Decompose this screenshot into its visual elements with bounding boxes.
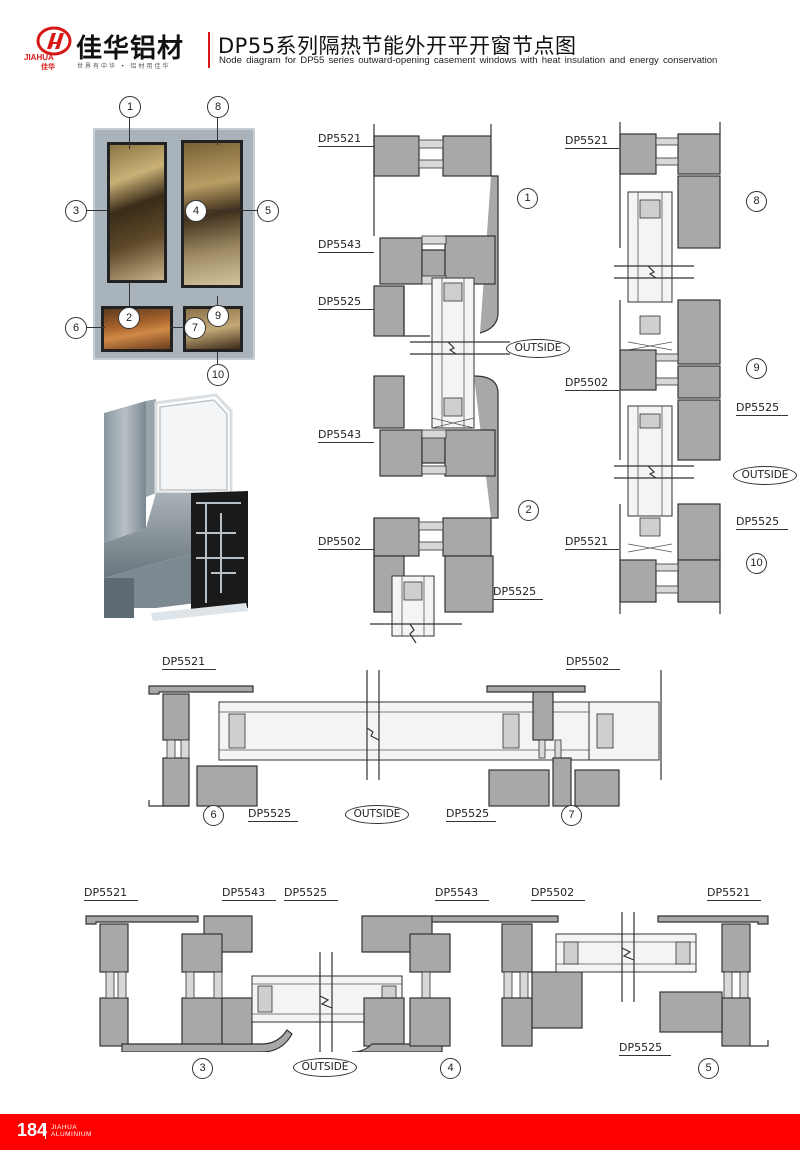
profile-label-dp5543: DP5543 — [318, 238, 374, 253]
callout-4: 4 — [185, 200, 207, 222]
profile-label-dp5502: DP5502 — [531, 886, 585, 901]
glass-pane — [107, 142, 167, 283]
profile-label-dp5525: DP5525 — [284, 886, 338, 901]
page-subtitle: Node diagram for DP55 series outward-ope… — [219, 55, 718, 66]
outside-marker: OUTSIDE — [293, 1058, 357, 1077]
callout-6: 6 — [65, 317, 87, 339]
profile-label-dp5502: DP5502 — [565, 376, 619, 391]
callout-9: 9 — [207, 305, 229, 327]
node-number-3: 3 — [192, 1058, 213, 1079]
page-number: 184 — [17, 1120, 48, 1140]
node-number-6: 6 — [203, 805, 224, 826]
node-number-2: 2 — [518, 500, 539, 521]
callout-8: 8 — [207, 96, 229, 118]
logo-text-en: JIAHUA — [24, 53, 54, 62]
profile-label-dp5525: DP5525 — [446, 807, 496, 822]
callout-5: 5 — [257, 200, 279, 222]
profile-label-dp5502: DP5502 — [566, 655, 620, 670]
outside-marker: OUTSIDE — [345, 805, 409, 824]
outside-marker: OUTSIDE — [506, 339, 570, 358]
profile-label-dp5543: DP5543 — [435, 886, 489, 901]
brand-logo-icon — [36, 26, 72, 56]
section-drawing-nodes-8-9-10 — [604, 120, 734, 624]
callout-leader — [217, 115, 218, 145]
profile-label-dp5521: DP5521 — [707, 886, 761, 901]
profile-label-dp5521: DP5521 — [162, 655, 216, 670]
callout-leader — [217, 296, 218, 308]
outside-marker: OUTSIDE — [733, 466, 797, 485]
callout-leader — [217, 352, 218, 364]
profile-label-dp5525: DP5525 — [318, 295, 374, 310]
node-number-1: 1 — [517, 188, 538, 209]
profile-label-dp5521: DP5521 — [84, 886, 138, 901]
section-drawing-nodes-6-7 — [145, 670, 670, 814]
callout-7: 7 — [184, 317, 206, 339]
profile-label-dp5525: DP5525 — [736, 515, 788, 530]
footer-brand-line1: JIAHUA — [51, 1124, 78, 1131]
node-number-7: 7 — [561, 805, 582, 826]
node-number-4: 4 — [440, 1058, 461, 1079]
footer-brand-line2: ALUMINIUM — [51, 1131, 92, 1138]
window-photo — [93, 128, 255, 360]
callout-leader — [205, 210, 257, 211]
callout-leader — [129, 115, 130, 149]
profile-label-dp5525: DP5525 — [736, 401, 788, 416]
footer-bar — [0, 1114, 800, 1150]
callout-leader — [85, 327, 105, 328]
logo-text-cn: 佳华 — [41, 63, 55, 71]
profile-label-dp5521: DP5521 — [565, 535, 619, 550]
callout-1: 1 — [119, 96, 141, 118]
callout-10: 10 — [207, 364, 229, 386]
callout-leader — [129, 282, 130, 306]
profile-label-dp5543: DP5543 — [318, 428, 374, 443]
node-number-10: 10 — [746, 553, 767, 574]
footer-brand: JIAHUA ALUMINIUM — [51, 1124, 92, 1138]
callout-2: 2 — [118, 307, 140, 329]
section-drawing-nodes-1-2 — [370, 118, 520, 652]
node-number-5: 5 — [698, 1058, 719, 1079]
node-number-8: 8 — [746, 191, 767, 212]
node-number-9: 9 — [746, 358, 767, 379]
profile-label-dp5502: DP5502 — [318, 535, 374, 550]
page-title: DP55系列隔热节能外开平开窗节点图 — [218, 34, 577, 58]
profile-label-dp5525: DP5525 — [493, 585, 543, 600]
profile-label-dp5521: DP5521 — [318, 132, 374, 147]
footer-divider — [45, 1123, 46, 1139]
profile-label-dp5521: DP5521 — [565, 134, 619, 149]
section-drawing-nodes-3-4-5 — [82, 912, 782, 1072]
callout-leader — [170, 327, 188, 328]
profile-3d-render — [96, 393, 256, 633]
callout-3: 3 — [65, 200, 87, 222]
brand-slogan: 世界有中华 • 铝材用佳华 — [77, 63, 171, 70]
header-divider — [208, 32, 210, 68]
profile-label-dp5543: DP5543 — [222, 886, 276, 901]
profile-label-dp5525: DP5525 — [248, 807, 298, 822]
callout-leader — [85, 210, 107, 211]
profile-label-dp5525: DP5525 — [619, 1041, 671, 1056]
brand-name: 佳华铝材 — [76, 34, 185, 64]
